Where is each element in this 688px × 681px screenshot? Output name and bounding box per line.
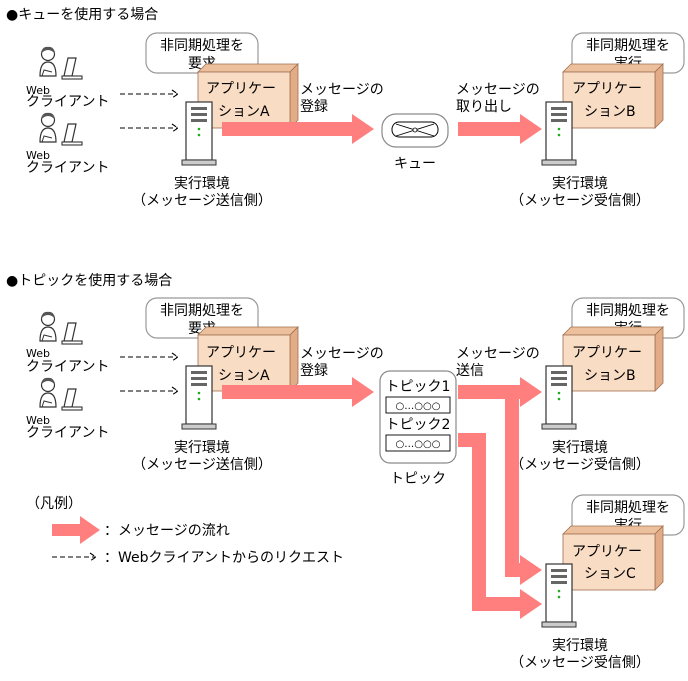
topic-messages: ○…○○○ [396,439,441,450]
topic-2-queue [385,434,451,452]
legend-flow-arrow [52,516,100,544]
laptop-icon [61,123,83,146]
application-c-label: アプリケー [572,544,642,560]
topic-section: ●トピックを使用する場合 Web クライアント Web クライアント 非同期処理… [6,272,685,671]
request-dashed-arrow [120,352,179,362]
application-b-label: ションB [584,104,636,120]
send-label: メッセージの [456,346,540,362]
server-icon [181,365,217,430]
topic-1-queue [385,396,451,414]
queue-section-heading: ●キューを使用する場合 [6,6,158,23]
legend-dashed-arrow [52,552,97,562]
legend-message-flow: ：メッセージの流れ [104,523,230,539]
laptop-icon [61,322,83,345]
env-send-label: （メッセージ送信側） [132,457,272,473]
application-b-label: アプリケー [572,345,642,361]
env-recv-label: （メッセージ受信側） [510,193,650,209]
person-icon [39,112,57,143]
send-label: 送信 [456,363,484,379]
env-recv-label: （メッセージ受信側） [510,457,650,473]
server-icon [541,563,577,628]
request-dashed-arrow [120,89,179,99]
message-flow-arrow [222,377,374,407]
bubble-line: 非同期処理を [586,303,670,319]
web-label: Web [26,414,50,427]
topic-label: トピック [390,471,446,487]
web-label: Web [26,84,50,97]
message-flow-arrow [222,114,374,144]
request-dashed-arrow [120,123,179,133]
application-b-label: ションB [584,368,636,384]
queue-label: キュー [394,156,436,172]
application-c-label: ションC [584,566,636,582]
legend: （凡例） ：メッセージの流れ ：Webクライアントからのリクエスト [26,496,344,566]
topic-messages: ○…○○○ [396,401,441,412]
retrieve-label: メッセージの [456,82,540,98]
register-label: メッセージの [300,346,384,362]
application-a-label: アプリケー [206,345,276,361]
request-dashed-arrow [120,386,179,396]
register-label: 登録 [300,363,328,379]
retrieve-label: 取り出し [456,99,512,115]
queue-section: ●キューを使用する場合 Web クライアント Web クライアント 非同期処理を… [6,6,685,209]
server-icon [181,101,217,166]
bubble-line: 非同期処理を [160,303,244,319]
bubble-line: 非同期処理を [586,38,670,54]
legend-title: （凡例） [26,496,82,512]
env-send-label: 実行環境 [174,440,230,456]
env-recv-label: 実行環境 [552,176,608,192]
env-recv-label: 実行環境 [552,440,608,456]
bubble-line: 非同期処理を [586,500,670,516]
client-label: クライアント [26,160,109,176]
server-icon [541,365,577,430]
message-flow-arrow [458,114,542,144]
application-a-label: アプリケー [206,81,276,97]
env-send-label: 実行環境 [174,176,230,192]
register-label: 登録 [300,99,328,115]
client-label: クライアント [26,359,109,375]
message-flow-arrow [458,377,542,619]
bubble-line: 非同期処理を [160,38,244,54]
queue-icon [391,121,439,138]
topic-section-heading: ●トピックを使用する場合 [6,272,172,289]
person-icon [39,311,57,342]
laptop-icon [61,388,83,411]
server-icon [541,101,577,166]
env-recv-label: 実行環境 [552,638,608,654]
application-a-label: ションA [218,104,270,120]
client-label: クライアント [26,94,109,110]
topic-1-label: トピック1 [386,379,451,395]
env-send-label: （メッセージ送信側） [132,193,272,209]
application-b-label: アプリケー [572,81,642,97]
person-icon [39,46,57,77]
legend-web-request: ：Webクライアントからのリクエスト [104,550,344,566]
web-label: Web [26,149,50,162]
env-recv-label: （メッセージ受信側） [510,655,650,671]
topic-2-label: トピック2 [386,417,451,433]
laptop-icon [61,57,83,80]
application-a-label: ションA [218,368,270,384]
web-label: Web [26,347,50,360]
register-label: メッセージの [300,82,384,98]
client-label: クライアント [26,425,109,441]
person-icon [39,377,57,408]
